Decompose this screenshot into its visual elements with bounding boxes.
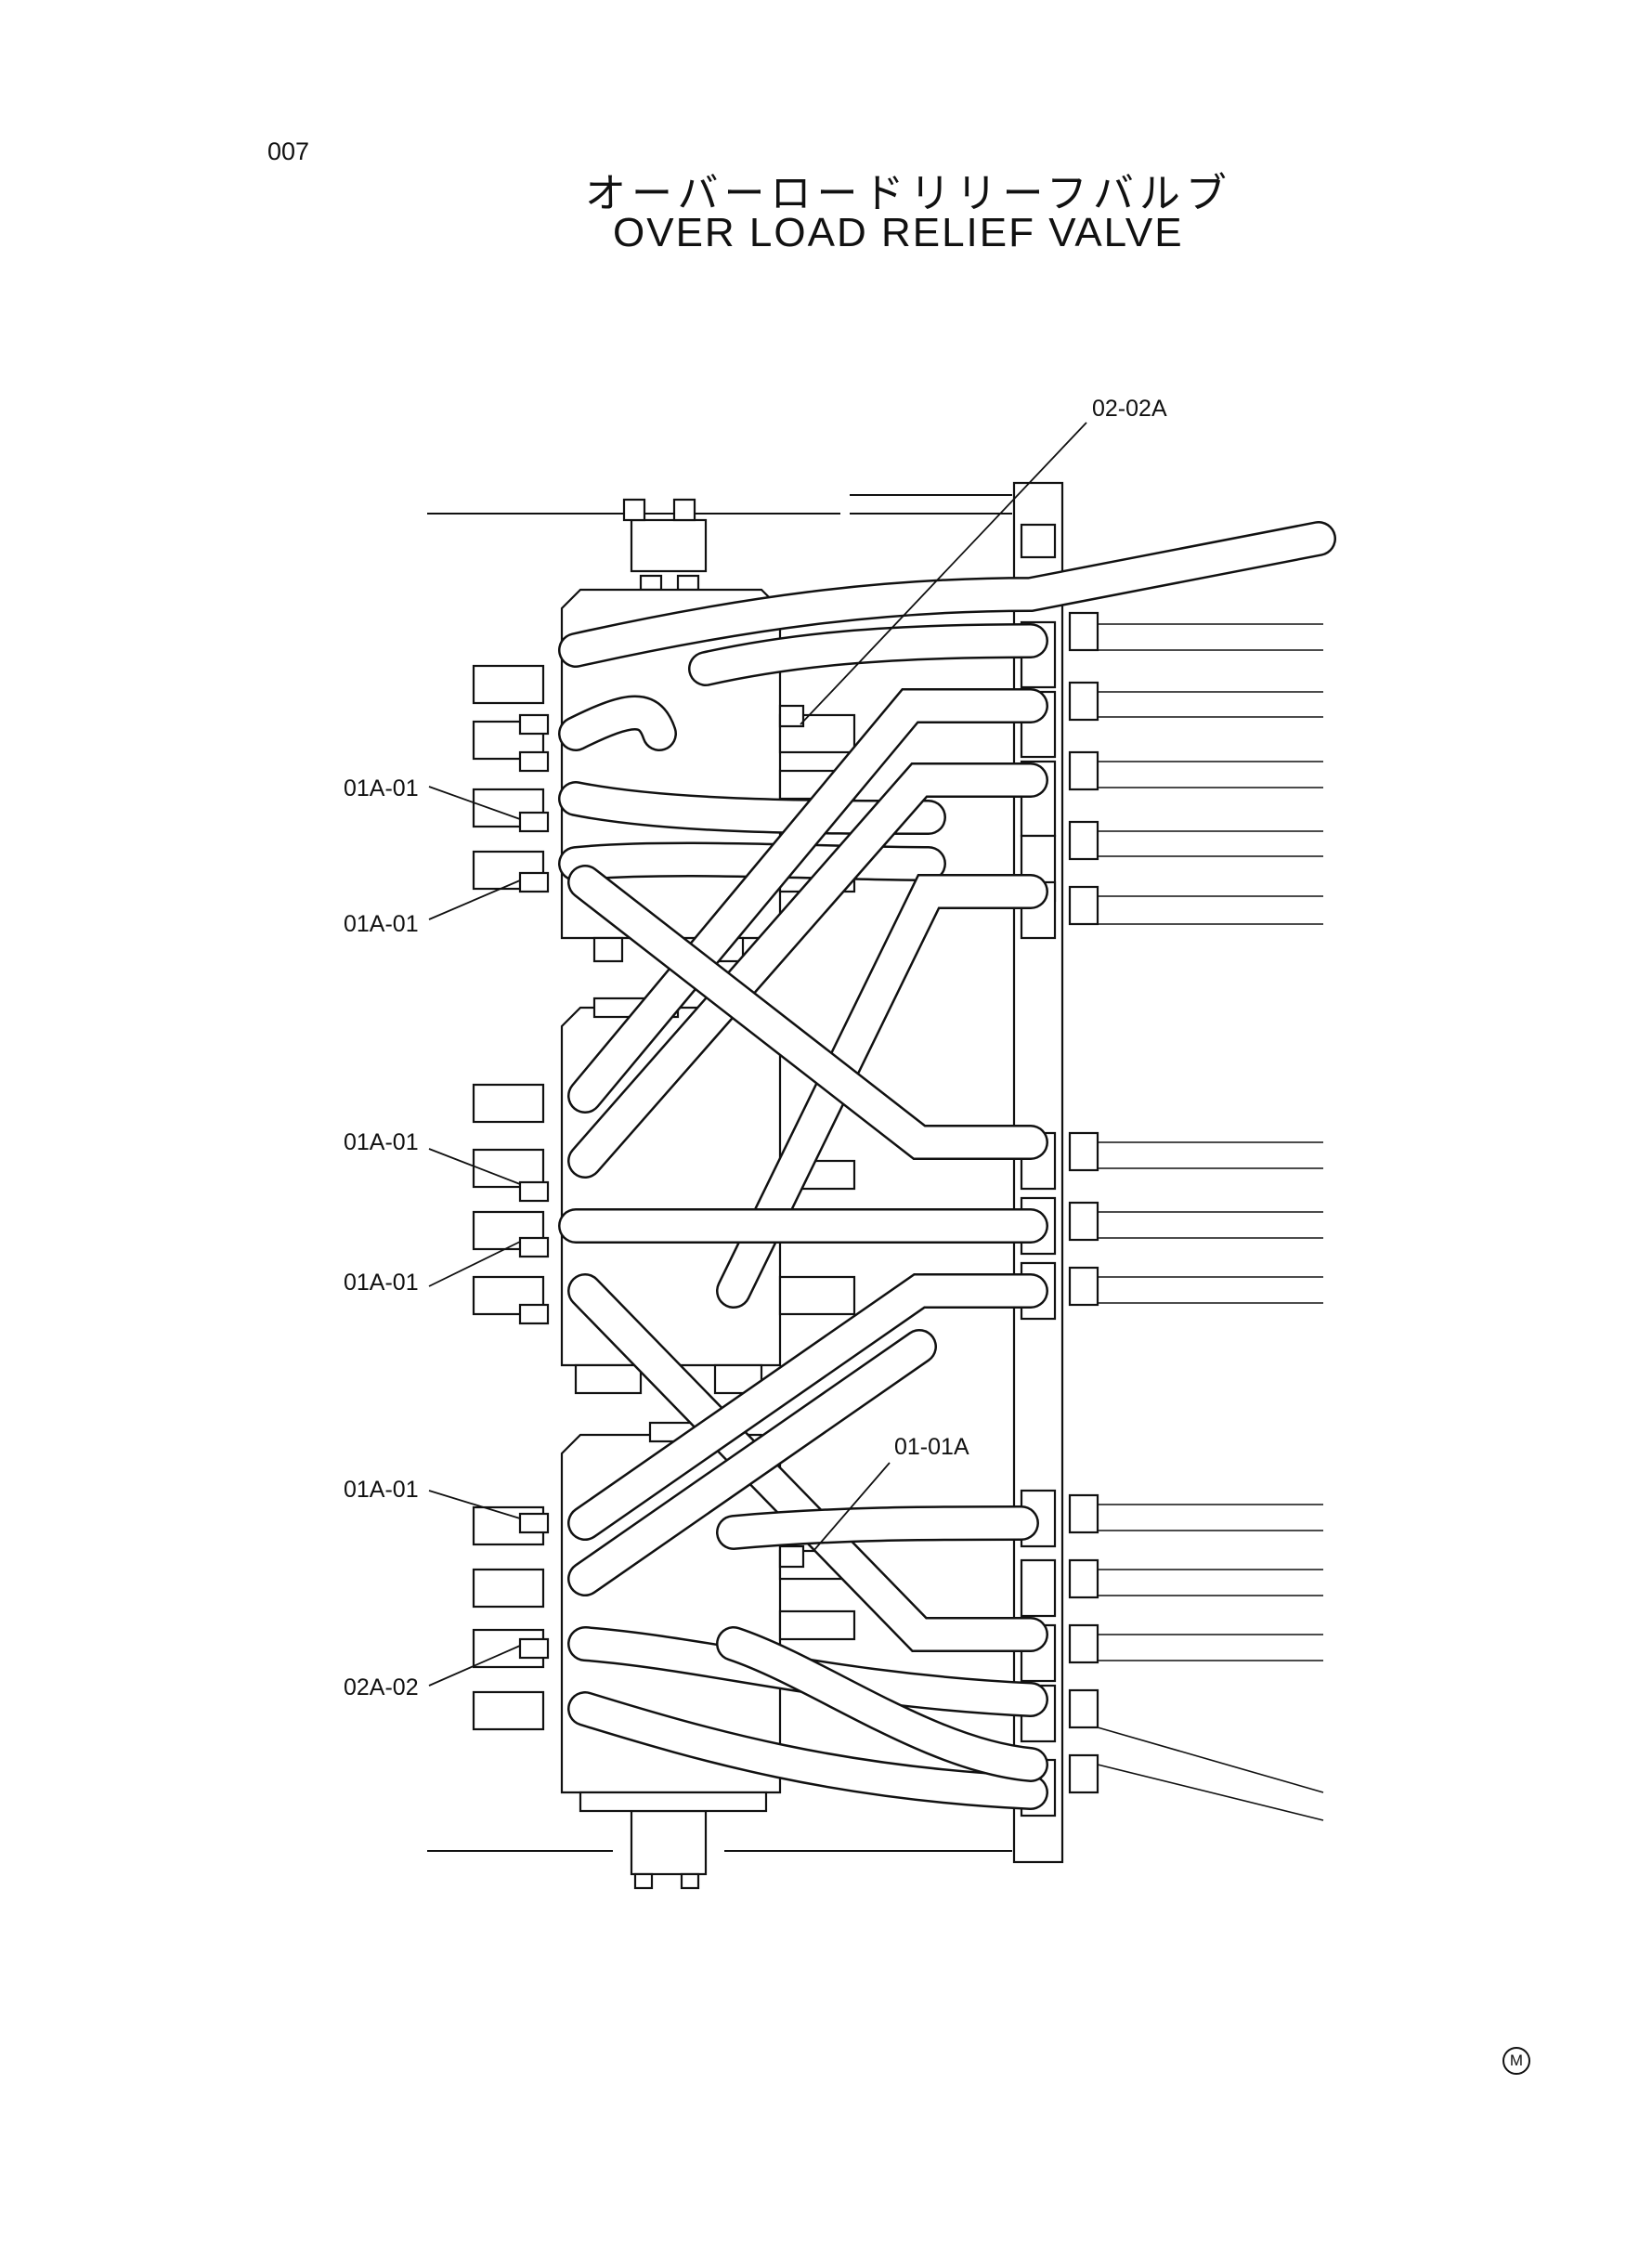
leader-lines [428,422,1087,1687]
corner-mark: M [1502,2047,1530,2075]
callout-label: 01A-01 [344,1477,419,1503]
callout-label: 01A-01 [344,775,419,801]
title-japanese: オーバーロードリリーフバルブ [585,170,1232,217]
hoses [558,521,1336,1810]
callout-label: 02-02A [1092,396,1167,422]
manifold-fittings [1068,611,1099,1794]
title-english: OVER LOAD RELIEF VALVE [613,210,1184,255]
top-pump-block [622,498,708,592]
callout-label: 01A-01 [344,1270,419,1296]
frame-lines [427,494,1012,1852]
page-number: 007 [267,137,310,165]
callout-labels: 02-02A 01A-01 01A-01 01A-01 01A-01 01-01… [344,396,1167,1700]
callout-label: 01A-01 [344,1129,419,1155]
outgoing-lines [1097,623,1324,1821]
callout-label: 02A-02 [344,1674,419,1700]
bottom-pump-block [630,1809,708,1890]
callout-label: 01-01A [894,1434,969,1460]
relief-valve-plugs [518,704,805,1660]
callout-label: 01A-01 [344,911,419,937]
